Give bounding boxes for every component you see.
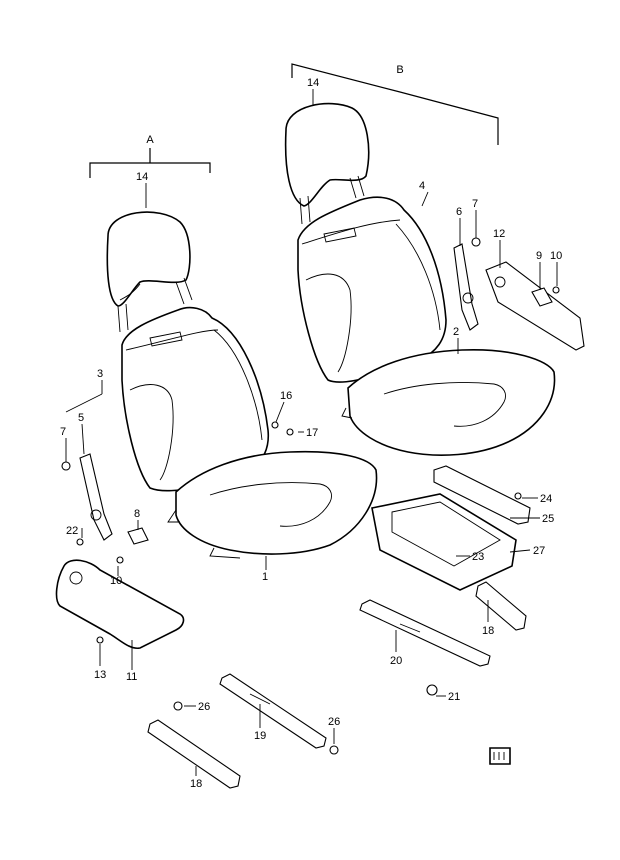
screw-10a: [116, 556, 124, 564]
callout-5: 5: [78, 412, 84, 424]
seat-b: [284, 102, 556, 456]
rail-18b: [147, 719, 241, 789]
bolt-26a: [173, 701, 183, 711]
callout-4: 4: [419, 180, 425, 192]
callout-9: 9: [536, 250, 542, 262]
callout-26a: 26: [198, 701, 210, 713]
bolt-7a: [61, 461, 71, 471]
side-cover-11: [55, 559, 185, 650]
callout-27: 27: [533, 545, 545, 557]
callout-26b: 26: [328, 716, 340, 728]
group-label-b: B: [396, 64, 403, 76]
bolt-24: [514, 492, 522, 500]
callout-7a: 7: [60, 426, 66, 438]
callout-8: 8: [134, 508, 140, 520]
screw-13: [96, 636, 104, 644]
callout-18a: 18: [482, 625, 494, 637]
group-bracket-a: [89, 148, 211, 178]
seat-a: [106, 211, 378, 559]
callout-22: 22: [66, 525, 78, 537]
rail-20: [359, 599, 491, 667]
callout-12: 12: [493, 228, 505, 240]
rail-18a: [475, 581, 527, 631]
bolt-17: [286, 428, 294, 436]
callout-21: 21: [448, 691, 460, 703]
callout-3: 3: [97, 368, 103, 380]
callout-13: 13: [94, 669, 106, 681]
callout-24: 24: [540, 493, 552, 505]
callout-17: 17: [306, 427, 318, 439]
bolt-21: [426, 684, 438, 696]
group-bracket-b: [291, 63, 499, 145]
bolt-22: [76, 538, 84, 546]
callout-6: 6: [456, 206, 462, 218]
front-arrow-icon: [489, 747, 511, 765]
callout-18b: 18: [190, 778, 202, 790]
callout-2: 2: [453, 326, 459, 338]
callout-7b: 7: [472, 198, 478, 210]
callout-10a: 10: [110, 575, 122, 587]
callout-19: 19: [254, 730, 266, 742]
frame-27: [371, 493, 517, 591]
bolt-26b: [329, 745, 339, 755]
bolt-7b: [471, 237, 481, 247]
callout-20: 20: [390, 655, 402, 667]
recliner-lever-6: [453, 243, 479, 331]
callout-16: 16: [280, 390, 292, 402]
callout-23: 23: [472, 551, 484, 563]
cover-8: [127, 527, 149, 545]
callout-14b: 14: [307, 77, 319, 89]
callout-11: 11: [126, 671, 137, 683]
group-label-a: A: [146, 134, 154, 146]
bolt-16: [271, 421, 279, 429]
callout-1: 1: [262, 571, 268, 583]
bracket-12: [485, 261, 585, 351]
callout-10b: 10: [550, 250, 562, 262]
rail-19: [219, 673, 327, 749]
screw-10b: [552, 286, 560, 294]
rail-25: [433, 465, 531, 525]
leader-lines: [65, 89, 558, 776]
callout-14a: 14: [136, 171, 148, 183]
recliner-5: [79, 453, 113, 541]
callout-25: 25: [542, 513, 554, 525]
